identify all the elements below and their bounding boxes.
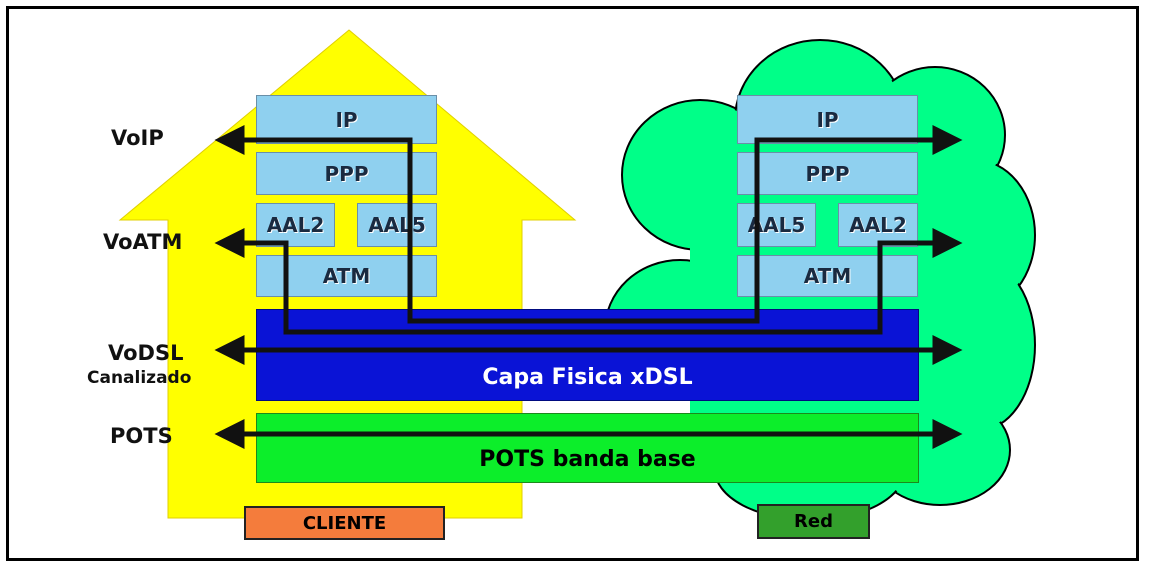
red-ip-box: IP: [737, 95, 918, 144]
cliente-aal5-label: AAL5: [368, 213, 426, 237]
red-tag-label: Red: [794, 511, 833, 532]
physical-layer-box: Capa Fisica xDSL: [256, 309, 919, 401]
red-aal2-label: AAL2: [849, 213, 907, 237]
red-atm-label: ATM: [803, 264, 852, 288]
vodsl-sub-label: Canalizado: [87, 368, 192, 388]
voip-label: VoIP: [111, 126, 164, 150]
cliente-ip-box: IP: [256, 95, 437, 144]
cliente-atm-box: ATM: [256, 255, 437, 297]
cliente-tag-label: CLIENTE: [302, 512, 387, 534]
cliente-ip-label: IP: [335, 107, 358, 132]
pots-label: POTS: [110, 424, 173, 448]
pots-layer-box: POTS banda base: [256, 413, 919, 483]
red-tag: Red: [757, 504, 870, 539]
red-ip-label: IP: [816, 107, 839, 132]
red-atm-box: ATM: [737, 255, 918, 297]
cliente-ppp-label: PPP: [324, 161, 369, 186]
red-ppp-box: PPP: [737, 152, 918, 195]
voatm-label: VoATM: [103, 230, 183, 254]
red-ppp-label: PPP: [805, 161, 850, 186]
red-aal5-box: AAL5: [737, 203, 816, 247]
pots-layer-label: POTS banda base: [479, 447, 696, 472]
vodsl-label: VoDSL: [108, 341, 184, 365]
red-aal2-box: AAL2: [838, 203, 918, 247]
cliente-aal2-label: AAL2: [266, 213, 325, 237]
red-aal5-label: AAL5: [747, 213, 806, 237]
cliente-atm-label: ATM: [322, 264, 371, 288]
cliente-aal5-box: AAL5: [357, 203, 437, 247]
cliente-ppp-box: PPP: [256, 152, 437, 195]
cliente-tag: CLIENTE: [244, 506, 445, 540]
cliente-aal2-box: AAL2: [256, 203, 335, 247]
physical-layer-label: Capa Fisica xDSL: [482, 365, 693, 390]
